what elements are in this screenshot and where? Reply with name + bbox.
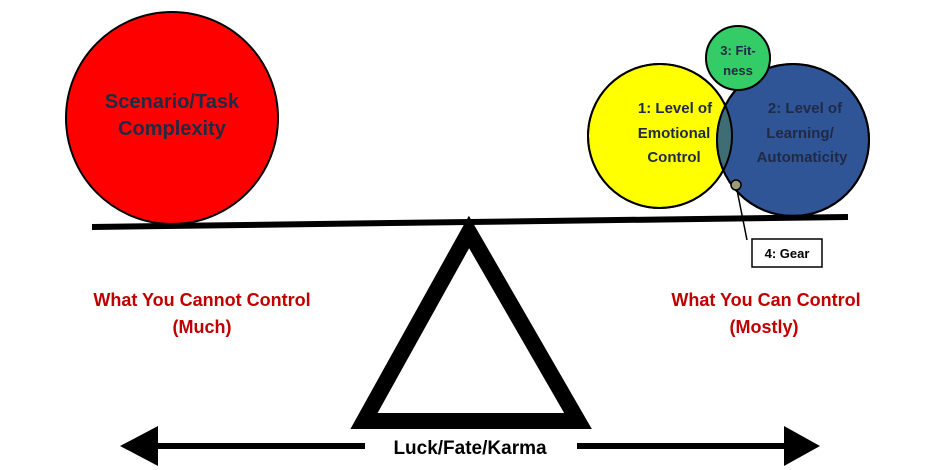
emotional-label-line1: 1: Level of: [638, 100, 713, 117]
fulcrum-triangle: [350, 215, 592, 429]
learning-label-line1: 2: Level of: [768, 100, 843, 117]
scenario-label-line2: Complexity: [118, 118, 227, 140]
learning-label-line3: Automaticity: [757, 149, 849, 166]
fitness-label-line2: ness: [723, 63, 753, 78]
gear-box: [751, 238, 823, 268]
right-caption-line2: (Mostly): [730, 317, 799, 337]
axis-label: Luck/Fate/Karma: [393, 438, 547, 459]
left-caption-line2: (Much): [173, 317, 232, 337]
arrow-right-head-icon: [784, 426, 820, 466]
arrow-left-head-icon: [120, 426, 158, 466]
left-caption-line1: What You Cannot Control: [93, 290, 310, 310]
emotional-outline: [587, 63, 733, 209]
learning-label-line2: Learning/: [766, 125, 834, 142]
emotional-label-line3: Control: [647, 149, 700, 166]
gear-label: 4: Gear: [765, 246, 810, 261]
fitness-circle: [705, 25, 771, 91]
gear-callout-line: [736, 189, 748, 241]
scenario-label-line1: Scenario/Task: [105, 91, 240, 113]
gear-dot: [730, 179, 742, 191]
right-caption-line1: What You Can Control: [671, 290, 860, 310]
fitness-label-line1: 3: Fit-: [720, 43, 755, 58]
emotional-label-line2: Emotional: [638, 125, 711, 142]
